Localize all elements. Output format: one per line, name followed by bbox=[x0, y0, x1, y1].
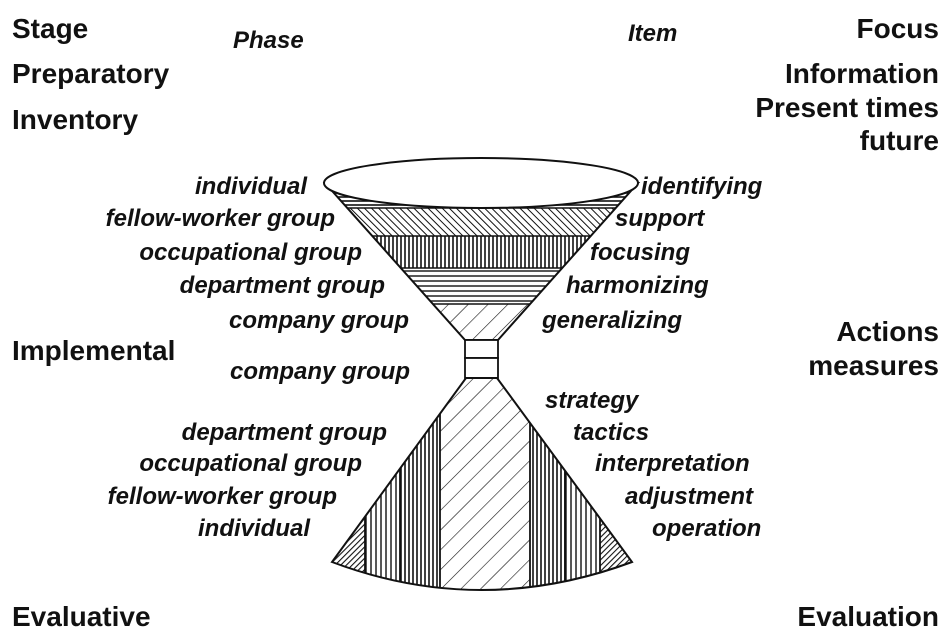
stage-inventory: Inventory bbox=[12, 104, 139, 135]
lower-item-operation: operation bbox=[652, 515, 762, 542]
upper-phase-individual: individual bbox=[194, 173, 307, 200]
lower-item-interpretation: interpretation bbox=[595, 450, 750, 477]
upper-item-focusing: focusing bbox=[590, 239, 690, 266]
upper-item-harmonizing: harmonizing bbox=[566, 272, 709, 299]
upper-item-identifying: identifying bbox=[641, 173, 763, 200]
upper-item-support: support bbox=[615, 205, 705, 232]
lower-phase-individual: individual bbox=[197, 515, 310, 542]
focus-evaluation: Evaluation bbox=[797, 601, 939, 632]
phase-header: Phase bbox=[233, 27, 304, 54]
upper-phase-company-group: company group bbox=[228, 307, 409, 334]
lower-phase-company-group: company group bbox=[229, 358, 410, 385]
stage-implemental: Implemental bbox=[12, 335, 176, 366]
focus-actions: Actions bbox=[836, 316, 939, 347]
stage-evaluative: Evaluative bbox=[12, 601, 151, 632]
upper-item-generalizing: generalizing bbox=[542, 307, 683, 334]
lower-phase-department-group: department group bbox=[181, 419, 387, 446]
upper-phase-occupational-group: occupational group bbox=[139, 239, 362, 266]
stage-header: Stage bbox=[12, 13, 89, 44]
focus-information: Information bbox=[785, 58, 939, 89]
lower-item-strategy: strategy bbox=[545, 387, 639, 414]
item-header: Item bbox=[628, 20, 678, 47]
upper-phase-department-group: department group bbox=[179, 272, 385, 299]
lower-item-tactics: tactics bbox=[573, 419, 650, 446]
upper-phase-fellow-worker-group: fellow-worker group bbox=[105, 205, 335, 232]
focus-measures: measures bbox=[808, 350, 939, 381]
lower-phase-occupational-group: occupational group bbox=[139, 450, 362, 477]
lower-item-adjustment: adjustment bbox=[625, 483, 754, 510]
stage-preparatory: Preparatory bbox=[12, 58, 170, 89]
focus-header: Focus bbox=[856, 13, 939, 44]
focus-present-times: Present times bbox=[755, 92, 939, 123]
focus-future: future bbox=[859, 125, 939, 156]
lower-phase-fellow-worker-group: fellow-worker group bbox=[107, 483, 337, 510]
